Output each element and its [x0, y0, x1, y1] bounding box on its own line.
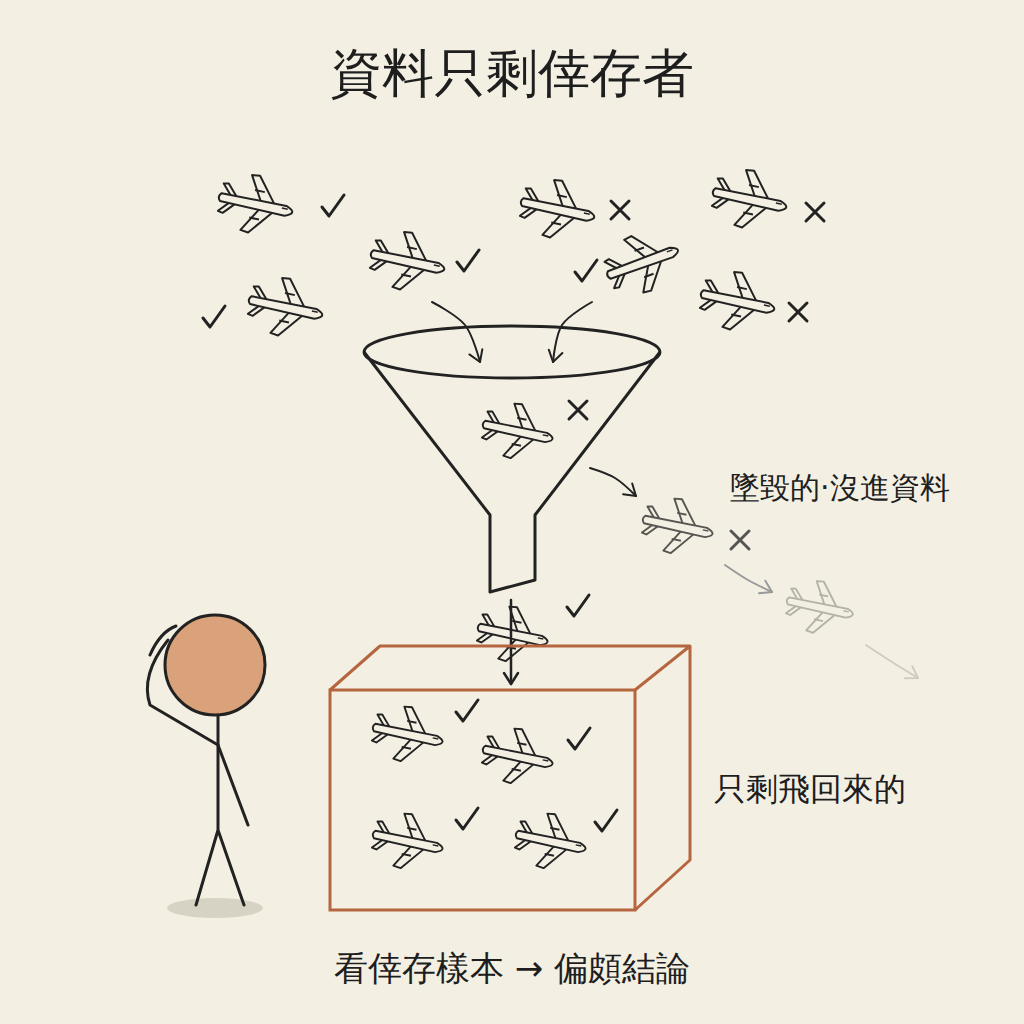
arrow-head [759, 581, 775, 598]
flow-arrow [432, 302, 480, 362]
check-mark [575, 260, 597, 281]
arrow-head [905, 666, 922, 684]
check-mark [568, 728, 590, 749]
cross-mark [731, 531, 749, 549]
plane-icon [367, 700, 448, 769]
check-mark [457, 250, 479, 271]
cross-mark [569, 401, 587, 419]
cross-mark [806, 203, 824, 221]
check-mark [456, 700, 478, 721]
check-mark [567, 595, 589, 616]
plane-icon [597, 223, 687, 303]
flow-arrow [725, 565, 772, 592]
side-label: 只剩飛回來的 [712, 770, 908, 808]
data-box-front [330, 690, 635, 910]
plane-icon [213, 168, 298, 240]
check-mark [322, 195, 344, 216]
check-mark [456, 808, 478, 829]
flow-arrow [553, 302, 592, 362]
plane-icon [637, 492, 718, 561]
figure-hand [150, 626, 176, 655]
check-mark [203, 306, 225, 327]
arrow-head [623, 484, 640, 502]
flow-arrow [866, 645, 918, 678]
check-mark [595, 810, 617, 831]
plane-icon [781, 575, 858, 640]
plane-icon [510, 807, 591, 876]
cross-mark [789, 303, 807, 321]
data-box [330, 646, 690, 910]
funnel-rim [364, 326, 660, 378]
plane-icon [477, 397, 558, 466]
flow-arrow [510, 600, 513, 684]
cross-mark [611, 201, 629, 219]
plane-icon [472, 600, 553, 669]
plane-icon [515, 173, 600, 245]
flow-arrow [590, 468, 636, 496]
side-label: 墜毀的·沒進資料 [728, 470, 952, 506]
plane-icon [365, 225, 450, 297]
plane-icon [695, 265, 780, 337]
plane-icon [367, 807, 448, 876]
arrow-head [469, 349, 486, 364]
caption: 看倖存樣本 → 偏頗結論 [0, 948, 1024, 989]
title: 資料只剩倖存者 [0, 42, 1024, 104]
arrow-head [546, 350, 562, 364]
plane-icon [243, 271, 328, 343]
plane-icon [477, 722, 558, 791]
figure-head [165, 615, 265, 715]
funnel [364, 352, 660, 592]
plane-icon [707, 163, 792, 235]
shadow [167, 898, 263, 918]
arrow-head [504, 673, 518, 684]
